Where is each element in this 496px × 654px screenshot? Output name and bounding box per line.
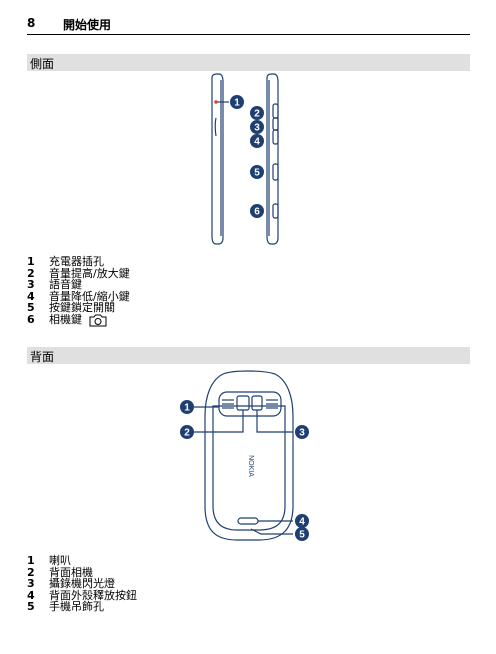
brand-logo: NOKIA <box>247 455 254 477</box>
section-title-side: 側面 <box>30 57 55 71</box>
section-heading-side: 側面 <box>27 54 470 71</box>
phone-right-profile <box>266 73 279 245</box>
side-callout-6 <box>250 204 264 218</box>
side-callout-3-label: 3 <box>254 123 260 134</box>
chapter-title: 開始使用 <box>63 18 112 32</box>
section-title-back: 背面 <box>30 350 55 364</box>
side-callout-4-label: 4 <box>254 137 260 148</box>
camera-icon <box>89 314 106 326</box>
back-callout-1 <box>180 400 194 414</box>
section-heading-back: 背面 <box>27 347 470 364</box>
side-callout-5-label: 5 <box>254 168 260 179</box>
back-view-figure: NOKIA 1 2 3 4 5 <box>180 370 309 541</box>
back-callout-4 <box>295 514 309 528</box>
side-callout-6-label: 6 <box>254 207 260 218</box>
side-callout-1 <box>230 95 244 109</box>
side-callout-2-label: 2 <box>254 109 260 120</box>
side-callout-3 <box>250 120 264 134</box>
back-callout-2-label: 2 <box>184 428 190 439</box>
back-callout-5 <box>295 527 309 541</box>
back-callout-3-label: 3 <box>299 428 305 439</box>
page-header: 8 開始使用 <box>27 12 470 35</box>
phone-left-profile <box>211 73 224 245</box>
side-view-figure: 1 2 3 4 5 6 <box>211 73 279 245</box>
back-callout-2 <box>180 425 194 439</box>
side-callout-1-label: 1 <box>234 98 240 109</box>
back-callout-4-label: 4 <box>299 517 305 528</box>
page-number: 8 <box>27 16 36 30</box>
back-callout-5-label: 5 <box>299 530 305 541</box>
back-callout-3 <box>295 425 309 439</box>
side-callout-5 <box>250 165 264 179</box>
back-callout-1-label: 1 <box>184 403 190 414</box>
side-callout-4 <box>250 134 264 148</box>
side-callout-2 <box>250 106 264 120</box>
